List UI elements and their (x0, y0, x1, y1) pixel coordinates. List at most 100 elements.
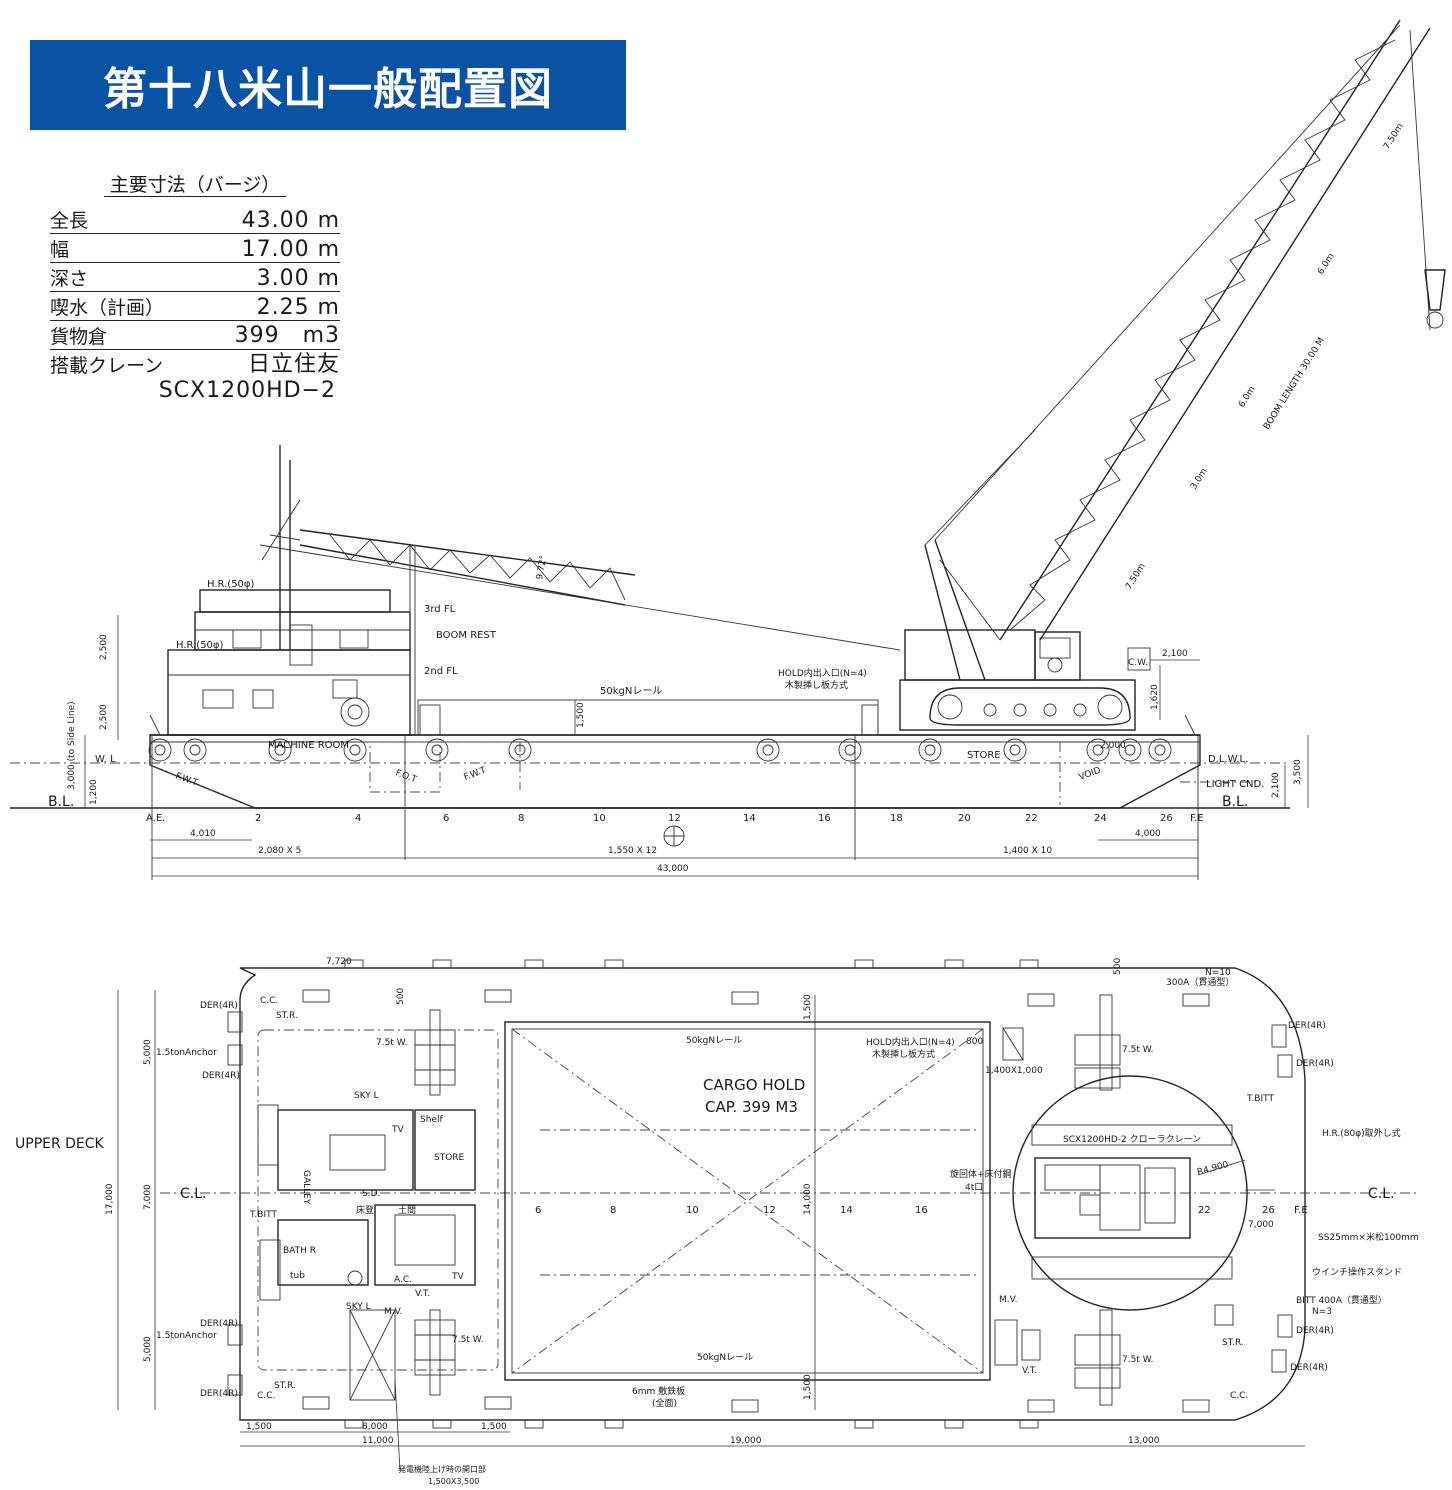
dim-500b: 500 (1113, 958, 1123, 975)
label-crane-note-b: 4t口 (965, 1183, 983, 1193)
label-sky-top: SKY L (354, 1091, 379, 1101)
label-store-plan: STORE (434, 1153, 465, 1163)
label-2nd-fl: 2nd FL (424, 666, 458, 677)
label-seg-b: 6.0m (1316, 252, 1337, 277)
side-frame-number: 14 (743, 813, 756, 824)
side-frame-number: 18 (890, 813, 903, 824)
dim-b11000: 11,000 (362, 1436, 394, 1446)
fender-row (148, 738, 1172, 762)
label-crane-name: SCX1200HD-2 クローラクレーン (1063, 1134, 1201, 1145)
dim-2100-top: 2,100 (1162, 649, 1188, 659)
label-seg-a: 7.50m (1382, 122, 1406, 152)
label-bath: BATH R (283, 1246, 316, 1256)
side-frame-number: 26 (1160, 813, 1173, 824)
label-hold-entry-plan-sub: 木製挿し板方式 (872, 1048, 935, 1060)
dim-frame-a: 2,080 X 5 (258, 846, 301, 856)
plan-frame-number: 8 (610, 1205, 616, 1216)
dim-b19000: 19,000 (730, 1436, 762, 1446)
label-hold-entry: HOLD内出入口(N=4) (778, 667, 867, 679)
dim-14000: 14,000 (803, 1183, 813, 1215)
label-rail-bot: 50kgNレール (697, 1353, 753, 1363)
spec-crane-model: SCX1200HD−2 (158, 378, 336, 403)
label-boom-rest: BOOM REST (436, 630, 497, 641)
label-light-cnd: LIGHT CND. (1206, 779, 1264, 790)
label-machine-room: MACHINE ROOM (268, 740, 349, 751)
label-deck-plate: 6mm 敷鉄板 (632, 1385, 685, 1397)
dim-4010: 4,010 (190, 829, 216, 839)
label-hold-entry-plan: HOLD内出入口(N=4) (866, 1036, 955, 1048)
label-cargo-hold: CARGO HOLD (703, 1076, 805, 1094)
label-bl-left: B.L. (48, 794, 74, 810)
side-frame-number: 10 (593, 813, 606, 824)
cargo-hold (504, 1021, 991, 1381)
label-hatch-w: 800 (966, 1037, 983, 1047)
label-rail-top: 50kgNレール (686, 1036, 742, 1046)
label-vt: V.T. (415, 1289, 430, 1299)
label-seg-c: 6.0m (1237, 385, 1258, 410)
plan-frame-number: 26 (1262, 1205, 1275, 1216)
label-str-br: ST.R. (1222, 1338, 1244, 1348)
dim-5000-bot: 5,000 (143, 1336, 153, 1362)
side-view: H.R.(50φ) H.R.(50φ) 3rd FL BOOM REST 2nd… (10, 19, 1446, 880)
label-bed-b: 土間 (398, 1204, 416, 1216)
bollards (302, 989, 1210, 1413)
label-der-tl: DER(4R) (200, 1001, 238, 1011)
plan-frame-number: 12 (763, 1205, 776, 1216)
side-frame-number: 12 (668, 813, 681, 824)
label-fwt2: F.W.T (463, 765, 488, 782)
label-der-tr: DER(4R) (1288, 1021, 1326, 1031)
label-str-bl: ST.R. (274, 1381, 296, 1391)
label-der-br: DER(4R) (1296, 1326, 1334, 1336)
side-frame-number: 16 (818, 813, 831, 824)
dim-frame-b: 1,550 X 12 (608, 846, 657, 856)
label-seg-d: 3.0m (1189, 467, 1210, 492)
dim-1200: 1,200 (89, 779, 99, 805)
side-frame-number: 2 (255, 813, 261, 824)
dim-b8000: 8,000 (362, 1422, 388, 1432)
spec-row-draft: 喫水（計画）2.25 m (50, 292, 340, 321)
label-fot: F.O.T (394, 768, 418, 785)
dim-7000: 7,000 (143, 1184, 153, 1210)
label-der-br2: DER(4R) (1290, 1363, 1328, 1373)
plan-frame-number: 16 (915, 1205, 928, 1216)
side-frame-number: 24 (1094, 813, 1107, 824)
side-frame-number: 20 (958, 813, 971, 824)
dim-5000-top: 5,000 (143, 1039, 153, 1065)
label-cc-tl: C.C. (260, 996, 278, 1006)
label-winch-tr: 7.5t W. (1122, 1045, 1153, 1055)
dim-17000: 17,000 (105, 1183, 115, 1215)
dim-2500b: 2,500 (99, 704, 109, 730)
label-stand-note: ウインチ操作スタンド (1312, 1266, 1402, 1278)
label-hr-mid: H.R.(50φ) (176, 640, 224, 651)
winch-left-top (414, 1009, 456, 1096)
label-winch-br: 7.5t W. (1122, 1355, 1153, 1365)
dim-2000: 2,000 (1100, 741, 1126, 751)
winch-right-bottom (1074, 1309, 1121, 1406)
plan-view: UPPER DECK CARGO HOLD CAP. 399 M3 SCX120… (15, 957, 1420, 1486)
label-shelf: Shelf (420, 1115, 443, 1125)
label-hr-right: H.R.(80φ)取外し式 (1322, 1127, 1401, 1139)
label-bl-right: B.L. (1222, 794, 1248, 810)
label-dim-7000-r: 7,000 (1248, 1220, 1274, 1230)
label-galley: GALLEY (301, 1170, 311, 1205)
label-void: VOID (1078, 766, 1103, 783)
label-bitt-note: BITT 400A（貫通型） (1296, 1295, 1387, 1306)
label-fe: F.E (1190, 813, 1204, 824)
label-hr-top: H.R.(50φ) (207, 579, 255, 590)
winch-right-top (1074, 994, 1121, 1091)
label-rail-note: SS25mm×米松100mm (1318, 1231, 1419, 1243)
label-gen-note: 発電機陸上げ時の開口部 (398, 1464, 486, 1474)
dim-frame-c: 1,400 X 10 (1003, 846, 1052, 856)
label-ac: A.C. (394, 1275, 412, 1285)
dim-total: 43,000 (657, 864, 689, 874)
dim-3500: 3,500 (1293, 759, 1303, 785)
dim-1500: 1,500 (576, 702, 586, 728)
label-ae: A.E. (146, 813, 165, 824)
label-sd: S.D. (362, 1189, 380, 1199)
plan-frame-number: 22 (1198, 1205, 1211, 1216)
